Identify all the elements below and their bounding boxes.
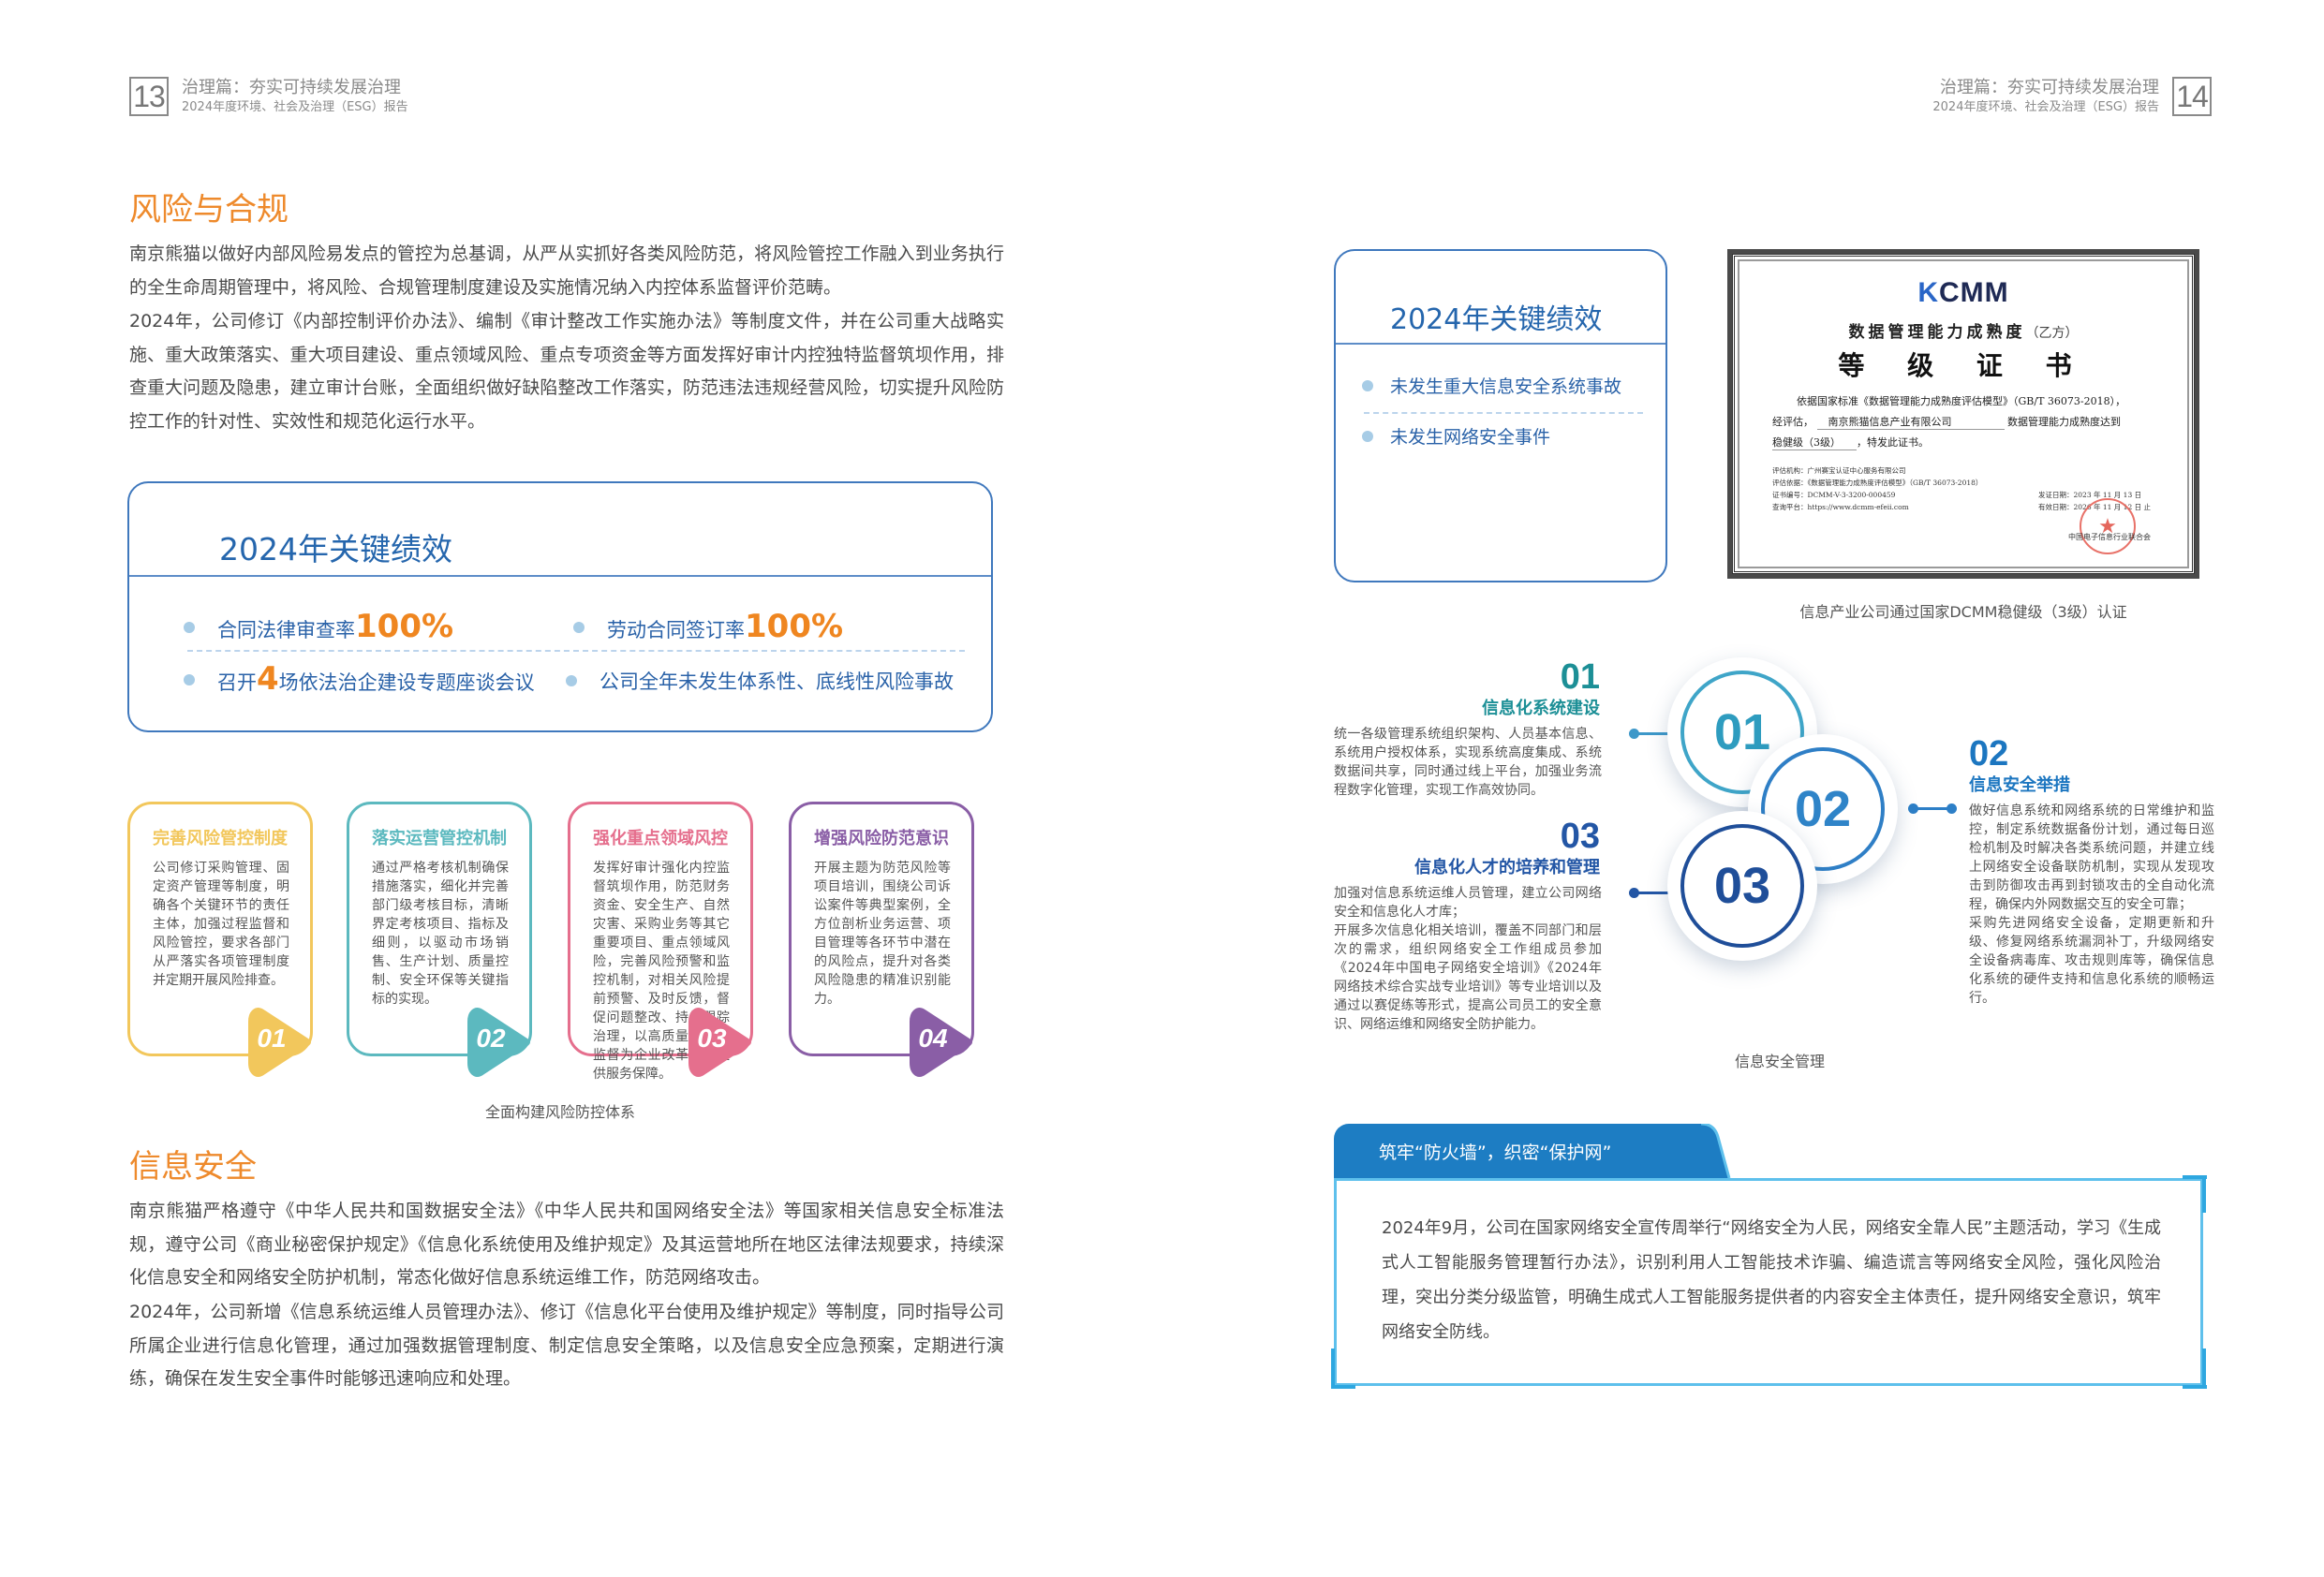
card-text: 开展主题为防范风险等项目培训，围绕公司诉讼案件等典型案例，全方位剖析业务运营、项… <box>814 861 951 1007</box>
page-number: 13 <box>129 77 169 116</box>
card-number: 04 <box>918 1024 948 1053</box>
card-text: 公司修订采购管理、固定资产管理等制度，明确各个关键环节的责任主体，加强过程监督和… <box>153 861 289 988</box>
corner-accent <box>2202 1349 2206 1388</box>
bullet-icon <box>573 621 585 633</box>
report-title: 2024年度环境、社会及治理（ESG）报告 <box>182 100 408 114</box>
firewall-content-box: 2024年9月，公司在国家网络安全宣传周举行“网络安全为人民，网络安全靠人民”主… <box>1334 1178 2203 1386</box>
measure-title: 信息化人才的培养和管理 <box>1414 858 1600 877</box>
bullet-icon <box>1362 430 1373 442</box>
chapter-title: 治理篇：夯实可持续发展治理 <box>182 78 401 97</box>
circle-03: 03 <box>1667 811 1817 961</box>
corner-accent <box>2202 1175 2206 1213</box>
kpi-divider <box>129 575 991 577</box>
kpi-title: 2024年关键绩效 <box>1390 303 1603 336</box>
chapter-title: 治理篇：夯实可持续发展治理 <box>1940 78 2159 97</box>
infosec-paragraph-1: 南京熊猫严格遵守《中华人民共和国数据安全法》《中华人民共和国网络安全法》等国家相… <box>129 1201 1004 1288</box>
page-number: 14 <box>2172 77 2212 116</box>
kpi-value: 100% <box>355 608 454 645</box>
play-arrow-icon: 03 <box>683 1007 752 1078</box>
measure-number: 03 <box>1560 817 1600 856</box>
measure-text: 做好信息系统和网络系统的日常维护和监控，制定系统数据备份计划，通过每日巡检机制及… <box>1969 803 2214 1006</box>
card-title: 增强风险防范意识 <box>814 829 949 848</box>
measure-text: 加强对信息系统运维人员管理，建立公司网络安全和信息化人才库； 开展多次信息化相关… <box>1334 886 1602 1032</box>
risk-card: 增强风险防范意识开展主题为防范风险等项目培训，围绕公司诉讼案件等典型案例，全方位… <box>789 802 974 1077</box>
corner-accent <box>2183 1175 2207 1179</box>
firewall-text: 2024年9月，公司在国家网络安全宣传周举行“网络安全为人民，网络安全靠人民”主… <box>1382 1218 2161 1342</box>
dcmm-certificate-image: KCMM 数据管理能力成熟度（乙方） 等 级 证 书 依据国家标准《数据管理能力… <box>1727 249 2199 579</box>
risk-card: 强化重点领域风控发挥好审计强化内控监督筑坝作用，防范财务资金、安全生产、自然灾害… <box>568 802 753 1082</box>
risk-paragraph-2: 2024年，公司修订《内部控制评价办法》、编制《审计整改工作实施办法》等制度文件… <box>129 311 1004 432</box>
page-header-right: 14 治理篇：夯实可持续发展治理 2024年度环境、社会及治理（ESG）报告 <box>1932 77 2212 116</box>
kpi-value: 100% <box>745 608 844 645</box>
section-title-risk: 风险与合规 <box>129 191 289 228</box>
cards-caption: 全面构建风险防控体系 <box>484 1103 635 1121</box>
play-arrow-icon: 04 <box>904 1007 973 1078</box>
card-title: 强化重点领域风控 <box>593 829 728 848</box>
bullet-icon <box>184 621 195 633</box>
measure-number: 02 <box>1969 734 2009 774</box>
measure-text: 统一各级管理系统组织架构、人员基本信息、系统用户授权体系，实现系统高度集成、系统… <box>1334 727 1602 798</box>
measure-title: 信息安全举措 <box>1969 775 2070 795</box>
measure-number: 01 <box>1560 657 1600 697</box>
corner-accent <box>2183 1385 2207 1389</box>
card-number: 01 <box>257 1024 287 1053</box>
certificate-caption: 信息产业公司通过国家DCMM稳健级（3级）认证 <box>1799 603 2127 621</box>
kpi-item: 未发生重大信息安全系统事故 <box>1362 373 1621 398</box>
report-title: 2024年度环境、社会及治理（ESG）报告 <box>1932 100 2159 114</box>
kpi-value: 4 <box>257 660 279 698</box>
bullet-icon <box>566 675 577 686</box>
corner-accent <box>1331 1385 1355 1389</box>
risk-card: 落实运营管控机制通过严格考核机制确保措施落实，细化并完善部门级考核目标，清晰界定… <box>347 802 532 1077</box>
kpi-title: 2024年关键绩效 <box>219 531 452 567</box>
kpi-item: 公司全年未发生体系性、底线性风险事故 <box>566 667 954 695</box>
measures-caption: 信息安全管理 <box>1734 1053 1825 1070</box>
kpi-dashed-divider <box>1364 412 1643 414</box>
tab-edge-decoration <box>1686 1124 1731 1179</box>
play-arrow-icon: 02 <box>462 1007 531 1078</box>
play-arrow-icon: 01 <box>243 1007 312 1078</box>
card-text: 通过严格考核机制确保措施落实，细化并完善部门级考核目标，清晰界定考核项目、指标及… <box>372 861 509 1007</box>
section-title-infosec: 信息安全 <box>129 1148 257 1186</box>
firewall-title-tab: 筑牢“防火墙”，织密“保护网” <box>1334 1124 1707 1178</box>
measure-title: 信息化系统建设 <box>1482 699 1600 718</box>
infosec-paragraph-2: 2024年，公司新增《信息系统运维人员管理办法》、修订《信息化平台使用及维护规定… <box>129 1302 1004 1389</box>
kpi-dashed-divider <box>187 650 965 652</box>
card-title: 落实运营管控机制 <box>372 829 507 848</box>
corner-accent <box>1331 1349 1335 1388</box>
page-header-left: 13 治理篇：夯实可持续发展治理 2024年度环境、社会及治理（ESG）报告 <box>129 77 408 116</box>
connector-line-02 <box>1908 803 1957 814</box>
card-number: 02 <box>476 1024 506 1053</box>
risk-paragraph-1: 南京熊猫以做好内部风险易发点的管控为总基调，从严从实抓好各类风险防范，将风险管控… <box>129 243 1004 298</box>
risk-card: 完善风险管控制度公司修订采购管理、固定资产管理等制度，明确各个关键环节的责任主体… <box>127 802 313 1077</box>
card-number: 03 <box>697 1024 727 1053</box>
bullet-icon <box>184 673 195 685</box>
infosec-kpi-box: 2024年关键绩效 未发生重大信息安全系统事故 未发生网络安全事件 <box>1334 249 1667 582</box>
red-seal-icon: ★ <box>2080 498 2136 554</box>
card-title: 完善风险管控制度 <box>153 829 288 848</box>
kpi-divider <box>1336 343 1665 345</box>
kpi-item: 未发生网络安全事件 <box>1362 423 1550 449</box>
bullet-icon <box>1362 379 1373 391</box>
cmm-logo: KCMM <box>1917 277 2009 308</box>
